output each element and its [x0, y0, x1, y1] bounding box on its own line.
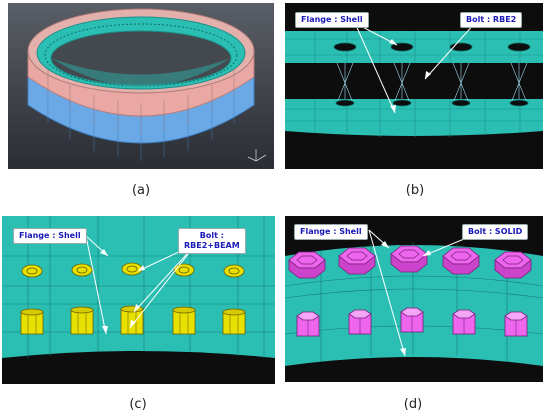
- label-c-bolt-line2: RBE2+BEAM: [184, 241, 240, 250]
- bolt-head: [173, 263, 195, 277]
- panel-b-rbe2-model: [285, 3, 543, 169]
- label-b-flange-shell: Flange : Shell: [295, 12, 369, 28]
- upper-solid-bolt-heads: [288, 245, 532, 279]
- annotation-arrows: [85, 235, 197, 335]
- ring-model-view: [8, 3, 274, 169]
- rbe2-model-view: [285, 3, 543, 169]
- panel-a-ring-model: [8, 3, 274, 169]
- lower-flange-shell: [285, 99, 543, 136]
- bolt-hole: [333, 42, 357, 52]
- lower-solid-bolt-shanks: [296, 307, 528, 337]
- label-d-bolt-solid: Bolt : SOLID: [462, 224, 529, 240]
- bolt-hole: [507, 42, 531, 52]
- bolt-head: [223, 264, 245, 278]
- panel-d-solid-model: [285, 216, 543, 382]
- bolt-head: [71, 263, 93, 277]
- label-c-bolt-rbe2-beam: Bolt : RBE2+BEAM: [178, 228, 246, 254]
- caption-a: (a): [131, 183, 151, 198]
- label-d-flange-shell: Flange : Shell: [294, 224, 368, 240]
- upper-bolt-heads: [21, 262, 245, 278]
- axis-triad-icon: [247, 149, 267, 162]
- solid-model-view: [285, 216, 543, 382]
- caption-d: (d): [403, 397, 423, 412]
- upper-flange-shell: [285, 31, 543, 63]
- caption-b: (b): [405, 183, 425, 198]
- lower-bolt-beams: [20, 305, 246, 335]
- bolt-head: [21, 264, 43, 278]
- caption-c: (c): [129, 397, 147, 412]
- bolt-head: [121, 262, 143, 276]
- bolt-beam: [172, 309, 196, 335]
- flange-shell: [285, 245, 543, 366]
- label-c-flange-shell: Flange : Shell: [13, 228, 87, 244]
- bolt-beam: [70, 309, 94, 335]
- label-c-bolt-line1: Bolt :: [199, 231, 224, 240]
- label-b-bolt-rbe2: Bolt : RBE2: [460, 12, 523, 28]
